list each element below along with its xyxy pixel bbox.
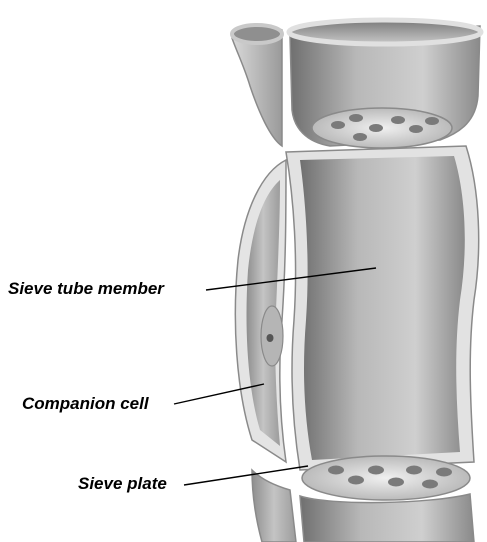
sieve-plate-leader-line	[184, 466, 308, 485]
companion-cell	[235, 160, 286, 462]
nucleolus	[267, 334, 274, 342]
sieve-plate-label: Sieve plate	[78, 474, 167, 494]
companion-cell-label: Companion cell	[22, 394, 149, 414]
lower-sieve-plate	[302, 456, 470, 500]
upper-companion-cell	[232, 25, 282, 146]
sieve-tube-member-label: Sieve tube member	[8, 279, 164, 299]
upper-sieve-plate	[312, 108, 452, 148]
sieve-tube-member	[286, 146, 479, 470]
